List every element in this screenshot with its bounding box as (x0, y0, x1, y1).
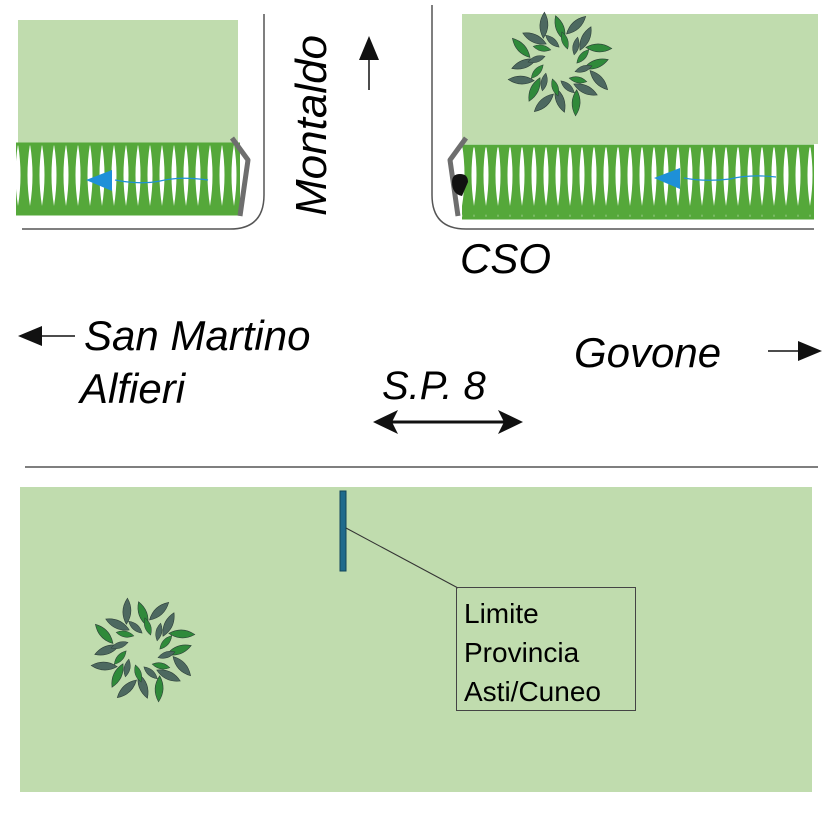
arrow-west-icon (18, 326, 75, 346)
label-san-martino: San Martino (84, 312, 311, 359)
boundary-label-line1: Limite (464, 598, 539, 629)
province-boundary-marker (339, 490, 347, 572)
boundary-label-line2: Provincia (464, 637, 580, 668)
cso-outfall-icon (452, 174, 468, 196)
field-south (20, 487, 812, 792)
tree-icon (507, 11, 613, 117)
label-road-sp8: S.P. 8 (382, 364, 486, 408)
arrow-north-icon (359, 36, 379, 90)
arrow-bidirectional-icon (373, 410, 523, 434)
road-edge-northwest (22, 14, 265, 230)
barrier-east-icon (447, 136, 469, 217)
label-montaldo: Montaldo (287, 34, 336, 216)
barrier-west-icon (229, 136, 251, 217)
boundary-label-box: Limite Provincia Asti/Cuneo (456, 587, 636, 711)
road-edge-northeast (431, 5, 814, 230)
hedge-east (462, 144, 814, 220)
label-alfieri: Alfieri (80, 365, 186, 412)
flow-arrow-east-icon (654, 168, 777, 189)
label-cso: CSO (460, 235, 552, 282)
boundary-label-line3: Asti/Cuneo (464, 676, 601, 707)
arrow-east-icon (768, 341, 822, 361)
tree-icon (90, 597, 196, 703)
field-northwest (18, 20, 238, 145)
boundary-leader-line (345, 527, 459, 589)
label-govone: Govone (574, 329, 722, 376)
hedge-west (16, 142, 240, 216)
flow-arrow-west-icon (86, 170, 209, 191)
